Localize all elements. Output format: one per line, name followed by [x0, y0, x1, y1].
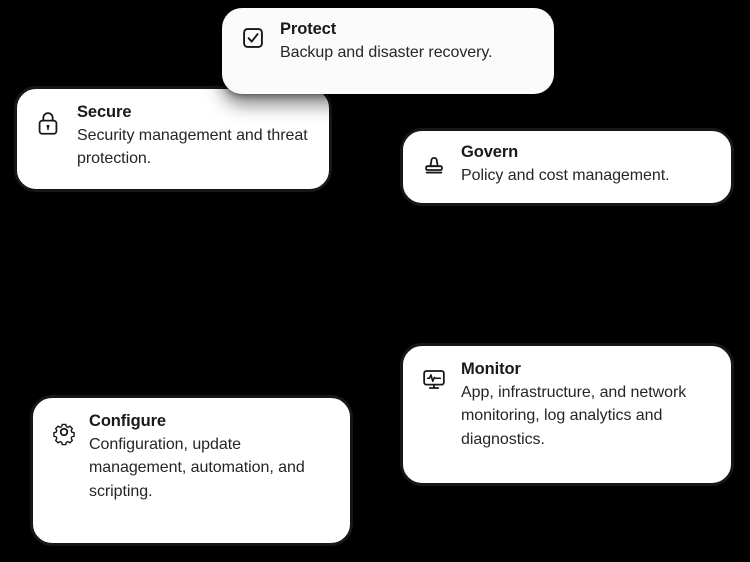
card-monitor-title: Monitor: [461, 360, 521, 378]
check-square-icon: [236, 21, 270, 55]
gear-icon: [47, 415, 81, 449]
card-monitor[interactable]: Monitor App, infrastructure, and network…: [400, 343, 734, 486]
card-configure-body: Configure Configuration, update manageme…: [89, 412, 334, 504]
card-govern[interactable]: Govern Policy and cost management.: [400, 128, 734, 206]
card-configure-title: Configure: [89, 412, 167, 430]
card-configure-description: Configuration, update management, automa…: [89, 435, 305, 501]
card-monitor-body: Monitor App, infrastructure, and network…: [461, 360, 715, 452]
card-secure-title: Secure: [77, 103, 132, 121]
monitor-pulse-icon: [417, 362, 451, 396]
card-govern-title: Govern: [461, 143, 519, 161]
card-protect-title: Protect: [280, 20, 337, 38]
card-protect-description: Backup and disaster recovery.: [280, 43, 493, 61]
lock-icon: [31, 106, 65, 140]
card-secure-body: Secure Security management and threat pr…: [77, 103, 313, 171]
card-govern-body: Govern Policy and cost management.: [461, 143, 715, 187]
card-secure[interactable]: Secure Security management and threat pr…: [14, 86, 332, 192]
card-govern-description: Policy and cost management.: [461, 166, 670, 184]
card-protect-body: Protect Backup and disaster recovery.: [280, 20, 540, 64]
card-monitor-description: App, infrastructure, and network monitor…: [461, 383, 687, 449]
card-protect[interactable]: Protect Backup and disaster recovery.: [222, 8, 554, 94]
card-secure-description: Security management and threat protectio…: [77, 126, 308, 168]
stamp-icon: [417, 146, 451, 180]
card-configure[interactable]: Configure Configuration, update manageme…: [30, 395, 353, 546]
